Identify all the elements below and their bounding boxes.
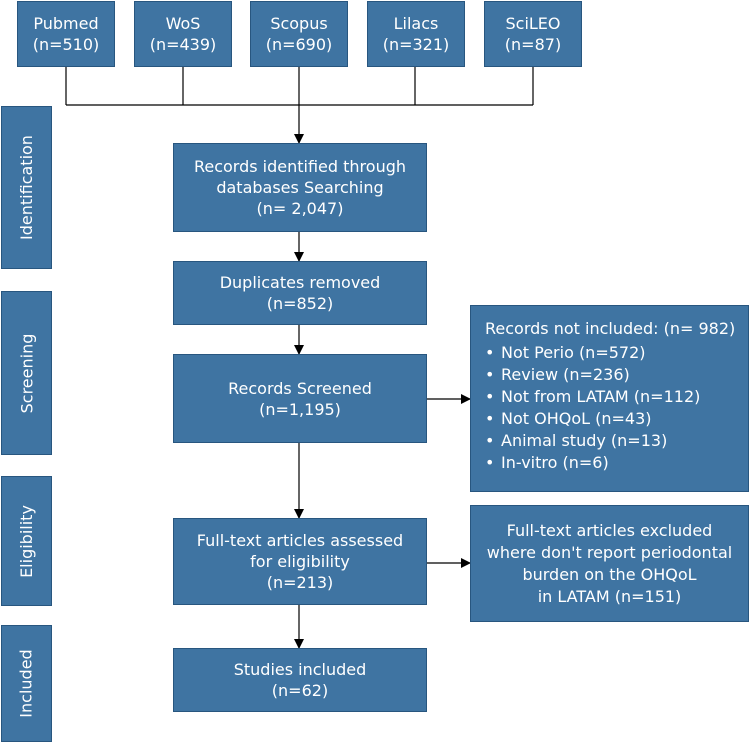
database-count: (n=87)	[504, 35, 562, 54]
database-count: (n=690)	[265, 35, 333, 54]
database-count: (n=510)	[32, 35, 100, 54]
fulltext-excluded-box: Full-text articles excluded where don't …	[470, 505, 749, 622]
list-item: Animal study (n=13)	[485, 430, 738, 452]
not-included-title: Records not included: (n= 982)	[485, 319, 736, 338]
database-name: Scopus	[270, 14, 328, 33]
database-wos: WoS (n=439)	[134, 1, 232, 67]
box-line: where don't report periodontal	[486, 542, 733, 562]
stage-label: Included	[17, 649, 36, 718]
box-line: (n=852)	[266, 294, 334, 313]
box-line: (n=62)	[271, 681, 329, 700]
records-not-included-box: Records not included: (n= 982) Not Perio…	[470, 305, 749, 492]
box-line: Full-text articles excluded	[506, 520, 713, 540]
box-line: in LATAM (n=151)	[537, 586, 682, 606]
box-line: (n= 2,047)	[256, 199, 344, 218]
list-item: In-vitro (n=6)	[485, 452, 738, 474]
database-scopus: Scopus (n=690)	[250, 1, 348, 67]
not-included-list: Not Perio (n=572) Review (n=236) Not fro…	[485, 342, 738, 474]
stage-included: Included	[1, 625, 52, 742]
box-line: burden on the OHQoL	[522, 564, 697, 584]
stage-label: Eligibility	[17, 504, 36, 578]
list-item: Not OHQoL (n=43)	[485, 408, 738, 430]
list-item: Not Perio (n=572)	[485, 342, 738, 364]
box-line: databases Searching	[216, 178, 384, 197]
stage-identification: Identification	[1, 106, 52, 269]
database-name: WoS	[165, 14, 201, 33]
database-pubmed: Pubmed (n=510)	[17, 1, 115, 67]
box-line: (n=1,195)	[259, 399, 341, 419]
database-name: SciLEO	[505, 14, 561, 33]
database-scileo: SciLEO (n=87)	[484, 1, 582, 67]
stage-screening: Screening	[1, 291, 52, 455]
list-item: Review (n=236)	[485, 364, 738, 386]
box-line: Duplicates removed	[219, 273, 381, 292]
duplicates-removed-box: Duplicates removed (n=852)	[173, 261, 427, 325]
database-name: Pubmed	[33, 14, 99, 33]
list-item: Not from LATAM (n=112)	[485, 386, 738, 408]
fulltext-assessed-box: Full-text articles assessed for eligibil…	[173, 518, 427, 605]
box-line: Studies included	[233, 660, 367, 679]
box-line: Records Screened	[228, 378, 372, 398]
database-count: (n=321)	[382, 35, 450, 54]
stage-label: Identification	[17, 135, 36, 240]
box-line: Records identified through	[193, 157, 407, 176]
box-line: (n=213)	[266, 573, 334, 592]
database-count: (n=439)	[149, 35, 217, 54]
stage-label: Screening	[17, 333, 36, 413]
box-line: for eligibility	[250, 552, 350, 571]
records-identified-box: Records identified through databases Sea…	[173, 143, 427, 232]
records-screened-box: Records Screened (n=1,195)	[173, 354, 427, 443]
database-name: Lilacs	[393, 14, 439, 33]
box-line: Full-text articles assessed	[196, 531, 404, 550]
studies-included-box: Studies included (n=62)	[173, 648, 427, 712]
database-lilacs: Lilacs (n=321)	[367, 1, 465, 67]
stage-eligibility: Eligibility	[1, 476, 52, 606]
